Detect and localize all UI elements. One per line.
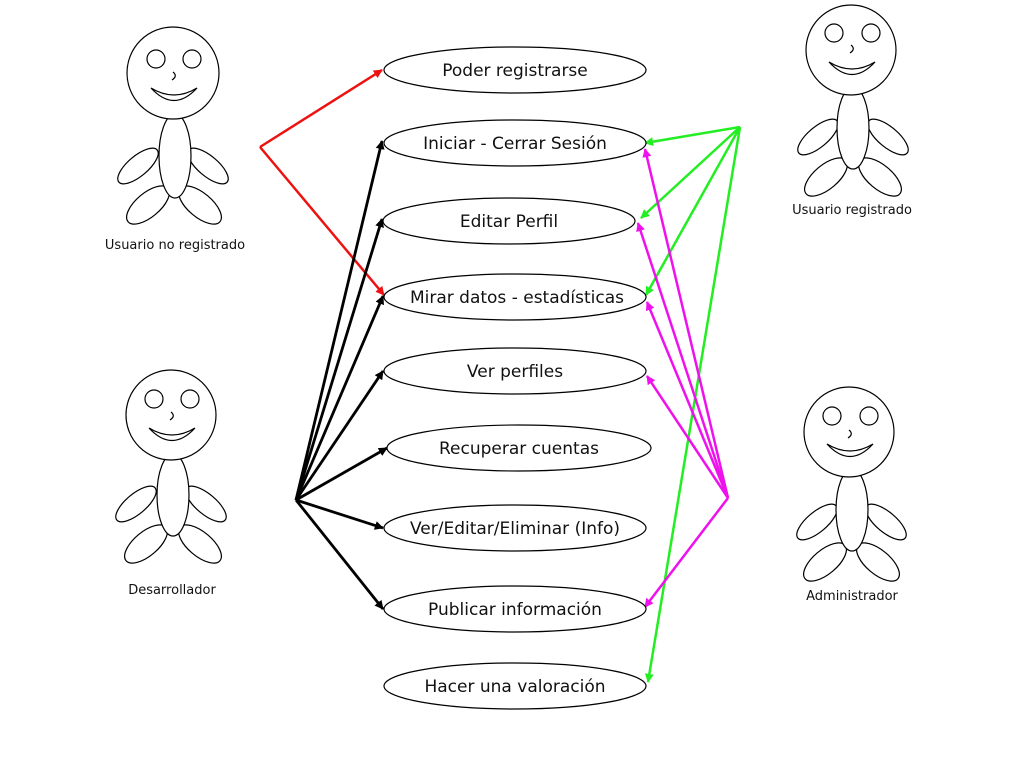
use-case-label: Publicar información: [428, 600, 602, 620]
actor-label: Usuario no registrado: [105, 238, 245, 253]
arrow-desarrollador-to-recuperar-cuentas: [295, 446, 388, 502]
use-case-label: Recuperar cuentas: [439, 439, 599, 459]
arrow-administrador-to-editar-perfil: [636, 222, 730, 499]
arrow-desarrollador-to-editar-perfil: [294, 218, 384, 501]
use-case-hacer-valoracion: Hacer una valoración: [383, 662, 647, 710]
use-case-iniciar-cerrar-sesion: Iniciar - Cerrar Sesión: [383, 119, 647, 167]
actor-usuario-registrado: Usuario registrado: [792, 4, 912, 218]
arrow-desarrollador-to-publicar-informacion: [294, 499, 385, 610]
arrow-administrador-to-ver-perfiles: [645, 375, 730, 499]
actor-figure-icon: [797, 4, 909, 197]
use-case-label: Editar Perfil: [460, 212, 558, 232]
actor-usuario-no-registrado: Usuario no registrado: [105, 26, 245, 253]
actor-desarrollador: Desarrollador: [115, 369, 227, 598]
use-case-recuperar-cuentas: Recuperar cuentas: [386, 424, 652, 472]
use-case-poder-registrarse: Poder registrarse: [383, 46, 647, 94]
actor-figure-icon: [115, 369, 227, 564]
actor-figure-icon: [117, 26, 229, 225]
use-case-label: Ver/Editar/Eliminar (Info): [410, 519, 620, 539]
arrows-no-registrado: [259, 68, 385, 296]
actor-label: Usuario registrado: [792, 203, 912, 218]
use-case-mirar-datos-estadisticas: Mirar datos - estadísticas: [383, 273, 647, 321]
use-case-label: Ver perfiles: [467, 362, 563, 382]
actor-label: Desarrollador: [128, 583, 216, 598]
arrow-desarrollador-to-ver-editar-eliminar: [295, 498, 384, 530]
arrow-no-registrado-to-poder-registrarse: [259, 68, 383, 149]
use-case-publicar-informacion: Publicar información: [383, 585, 647, 633]
actor-label: Administrador: [806, 589, 898, 604]
use-case-ver-editar-eliminar: Ver/Editar/Eliminar (Info): [383, 504, 647, 552]
arrow-registrado-to-mirar-datos: [644, 126, 742, 296]
arrow-administrador-to-iniciar-sesion: [642, 148, 730, 499]
arrow-registrado-to-hacer-valoracion: [644, 126, 742, 683]
arrows-registrado: [640, 125, 742, 683]
arrow-desarrollador-to-ver-perfiles: [294, 370, 385, 501]
use-case-label: Iniciar - Cerrar Sesión: [423, 134, 607, 154]
arrow-administrador-to-publicar-informacion: [644, 497, 729, 608]
use-case-label: Poder registrarse: [442, 61, 588, 81]
arrow-desarrollador-to-iniciar-sesion: [294, 140, 385, 501]
arrow-no-registrado-to-mirar-datos: [259, 146, 385, 296]
arrow-registrado-to-iniciar-sesion: [644, 125, 741, 147]
use-case-editar-perfil: Editar Perfil: [382, 197, 636, 245]
arrows-administrador: [636, 148, 730, 608]
actor-administrador: Administrador: [796, 386, 907, 604]
arrows-desarrollador: [294, 140, 388, 610]
use-case-label: Mirar datos - estadísticas: [410, 288, 624, 308]
use-case-ver-perfiles: Ver perfiles: [383, 347, 647, 395]
actor-figure-icon: [796, 386, 907, 582]
arrow-desarrollador-to-mirar-datos: [294, 295, 385, 501]
use-case-label: Hacer una valoración: [424, 677, 605, 697]
arrow-administrador-to-mirar-datos: [645, 301, 730, 499]
